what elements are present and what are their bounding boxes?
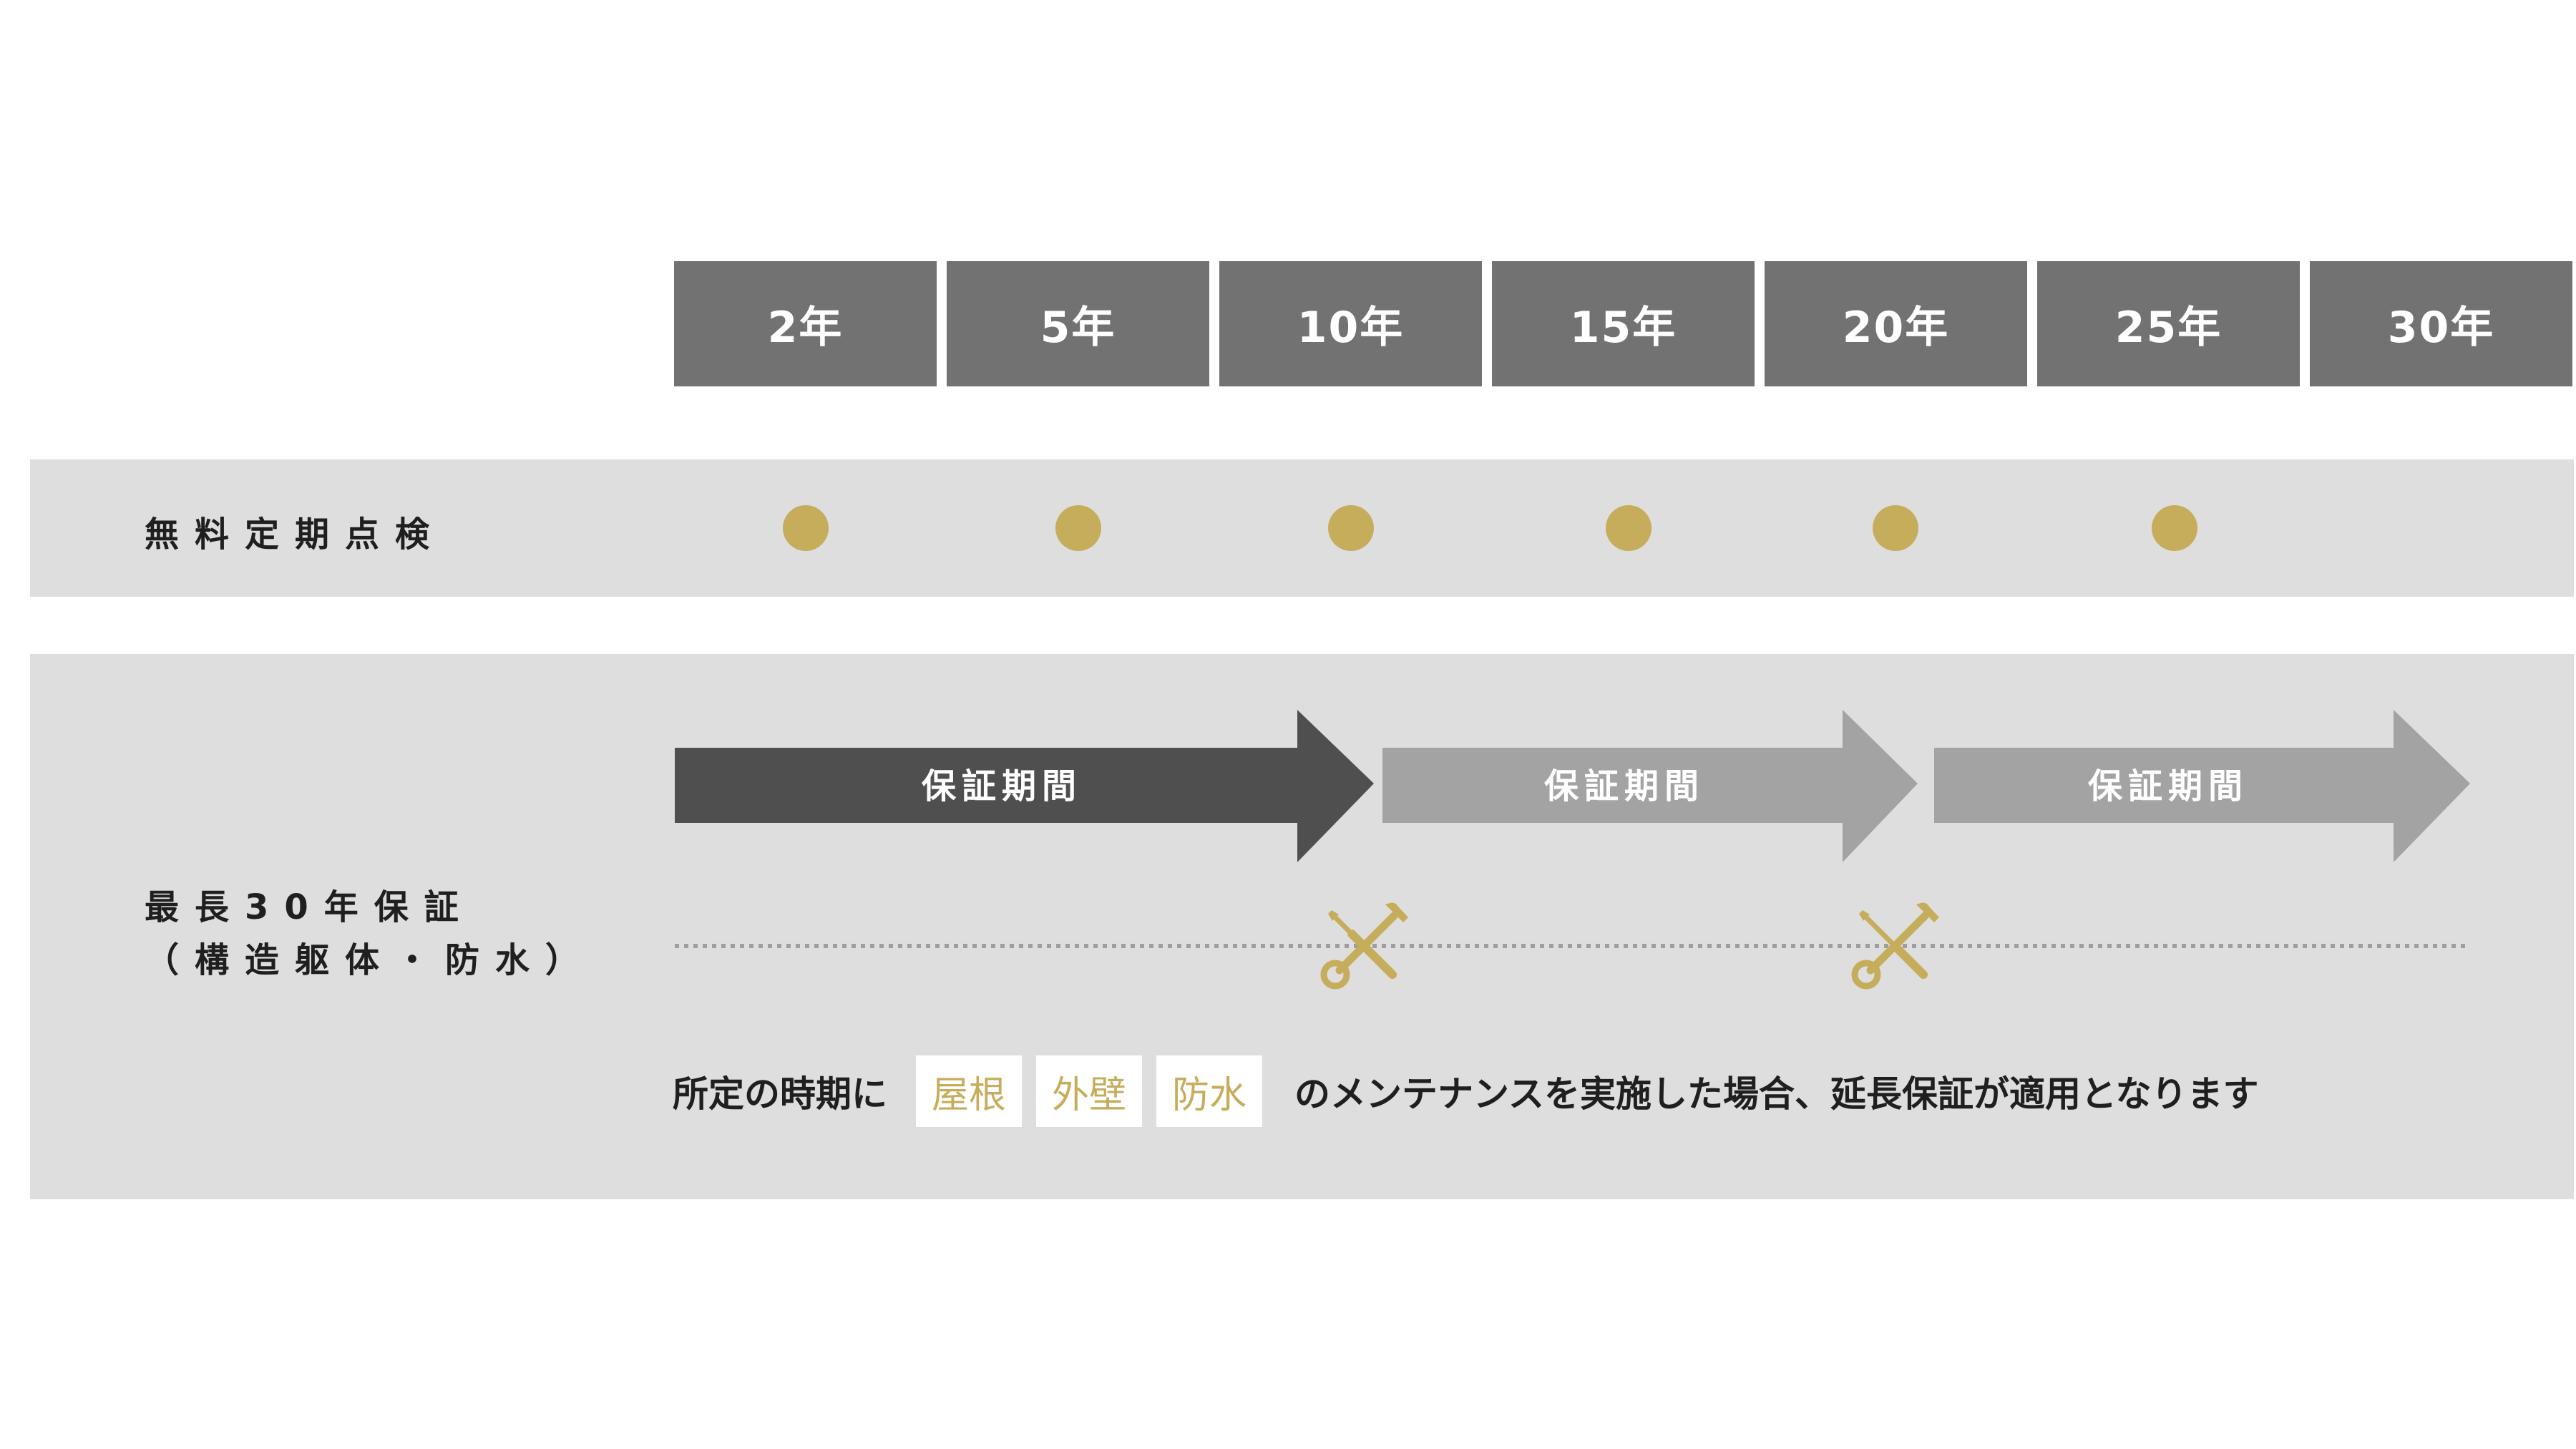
year-header-20: 20年 — [1765, 261, 2027, 386]
note-suffix: のメンテナンスを実施した場合、延長保証が適用となります — [1294, 1073, 2259, 1115]
warranty-note: 所定の時期に 屋根 外壁 防水 のメンテナンスを実施した場合、延長保証が適用とな… — [673, 1055, 2259, 1127]
year-header-15: 15年 — [1492, 261, 1755, 386]
year-header-25: 25年 — [2037, 261, 2300, 386]
warranty-period-arrow — [1382, 710, 1918, 862]
tag-roof: 屋根 — [916, 1055, 1022, 1127]
inspection-dot — [1606, 505, 1652, 551]
warranty-period-label: 保証期間 — [1544, 766, 1704, 806]
inspection-dot — [2152, 505, 2197, 551]
inspection-label: 無料定期点検 — [145, 514, 446, 555]
note-prefix: 所定の時期に — [673, 1073, 887, 1115]
year-header-30: 30年 — [2310, 261, 2572, 386]
year-header-5: 5年 — [947, 261, 1209, 386]
warranty-period-label: 保証期間 — [2088, 766, 2248, 806]
year-header-10: 10年 — [1219, 261, 1482, 386]
inspection-dot — [1873, 505, 1918, 551]
tag-waterproofing: 防水 — [1156, 1055, 1262, 1127]
inspection-dot — [1055, 505, 1101, 551]
tag-exterior-wall: 外壁 — [1036, 1055, 1142, 1127]
warranty-label-line1: 最長30年保証 — [145, 887, 474, 927]
inspection-dot — [783, 505, 829, 551]
warranty-period-arrow — [1934, 710, 2470, 862]
tools-icon — [1320, 902, 1408, 990]
warranty-period-label: 保証期間 — [922, 766, 1082, 806]
year-header-2: 2年 — [674, 261, 937, 386]
inspection-dot — [1328, 505, 1374, 551]
tools-icon — [1851, 902, 1939, 990]
warranty-label-line2: （構造躯体・防水） — [145, 940, 596, 980]
warranty-period-arrow — [675, 710, 1374, 862]
inspection-row: 無料定期点検 — [30, 459, 2574, 597]
